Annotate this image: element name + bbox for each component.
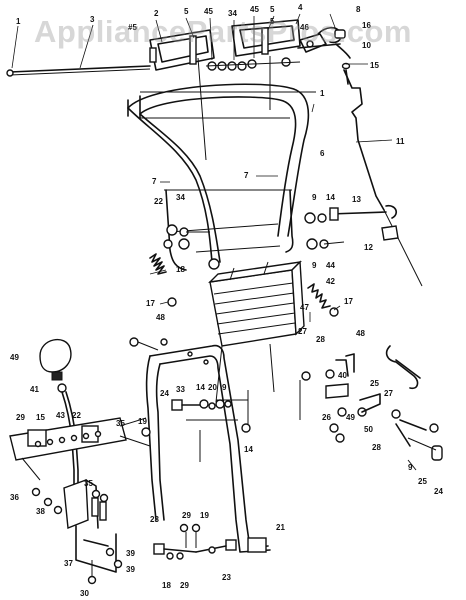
callout-16: 16 (362, 21, 371, 30)
callout-27: 27 (298, 327, 307, 336)
callout-39: 39 (126, 549, 135, 558)
callout-18b: 18 (162, 581, 171, 590)
callout-25b: 25 (418, 477, 427, 486)
callout-40: 40 (338, 371, 347, 380)
callout-14c: 14 (244, 445, 253, 454)
callout-35: 35 (116, 419, 125, 428)
callout-21: 21 (276, 523, 285, 532)
callout-30: 30 (80, 589, 89, 598)
callout-9d: 9 (222, 383, 227, 392)
callout-19: 19 (138, 417, 147, 426)
callout-41: 41 (30, 385, 39, 394)
callout-4: 4 (298, 3, 303, 12)
spring-left (149, 253, 220, 307)
callout-14b: 14 (196, 383, 205, 392)
callout-45b: 45 (250, 5, 259, 14)
linkage-rod (343, 69, 423, 287)
callout-29c: 29 (180, 581, 189, 590)
center-hardware (141, 399, 251, 437)
callout-42: 42 (326, 277, 335, 286)
callout-35b: 35 (84, 479, 93, 488)
drive-shaft (6, 24, 151, 77)
callout-5b: 5 (270, 5, 275, 14)
callout-29: 29 (16, 413, 25, 422)
callout-10: 10 (362, 41, 371, 50)
callout-5c: 5 (270, 17, 275, 26)
bolt-and-hook (304, 204, 399, 250)
callout-9c: 9 (408, 463, 413, 472)
callout-1: 1 (16, 17, 21, 26)
callout-34: 34 (228, 9, 237, 18)
callout-24b: 24 (160, 389, 169, 398)
handle-guide-lines (140, 56, 316, 161)
upper-handle (127, 83, 310, 263)
callout-45: 45 (204, 7, 213, 16)
shift-plate (9, 417, 151, 481)
callout-13: 13 (352, 195, 361, 204)
callout-48: 48 (156, 313, 165, 322)
callout-15b: 15 (36, 413, 45, 422)
callout-37: 37 (64, 559, 73, 568)
bottom-bolts (153, 523, 237, 560)
callout-36: 36 (10, 493, 19, 502)
callouts: 1 3 2 5 45 34 45 5 4 8 16 10 15 #5 46 5 … (10, 3, 443, 598)
callout-24: 24 (434, 487, 443, 496)
callout-2: 2 (154, 9, 159, 18)
spring-right (307, 283, 339, 317)
callout-23b: 23 (222, 573, 231, 582)
callout-12: 12 (364, 243, 373, 252)
callout-39b: 39 (126, 565, 135, 574)
callout-14: 14 (326, 193, 335, 202)
callout-33: 33 (176, 385, 185, 394)
callout-29b: 29 (182, 511, 191, 520)
callout-20: 20 (208, 383, 217, 392)
callout-9: 9 (312, 193, 317, 202)
callout-23: 23 (150, 515, 159, 524)
callout-5: 5 (184, 7, 189, 16)
callout-49b: 49 (10, 353, 19, 362)
grip-cover (208, 260, 305, 347)
callout-19b: 19 (200, 511, 209, 520)
callout-9b: 9 (312, 261, 317, 270)
upper-right-fittings (317, 26, 351, 70)
callout-18: 18 (176, 265, 185, 274)
callout-17b: 17 (344, 297, 353, 306)
right-linkage-assembly (299, 345, 443, 471)
callout-25: 25 (370, 379, 379, 388)
callout-15: 15 (370, 61, 379, 70)
callout-34b: 34 (176, 193, 185, 202)
callout-47: 47 (300, 303, 309, 312)
callout-7: 7 (152, 177, 157, 186)
callout-17: 17 (146, 299, 155, 308)
callout-44: 44 (326, 261, 335, 270)
callout-26: 26 (322, 413, 331, 422)
callout-1b: 1 (320, 89, 325, 98)
callout-50: 50 (364, 425, 373, 434)
callout-49: 49 (346, 413, 355, 422)
callout-5-hash: #5 (128, 23, 137, 32)
callout-7b: 7 (244, 171, 249, 180)
callout-46: 46 (300, 23, 309, 32)
callout-8: 8 (356, 5, 361, 14)
callout-22: 22 (154, 197, 163, 206)
callout-38: 38 (36, 507, 45, 516)
callout-6: 6 (320, 149, 325, 158)
lower-frame (129, 337, 271, 553)
callout-28: 28 (316, 335, 325, 344)
callout-3: 3 (90, 15, 95, 24)
callout-11: 11 (396, 137, 405, 146)
callout-48b: 48 (356, 329, 365, 338)
leader-lines (149, 13, 393, 322)
callout-28b: 28 (372, 443, 381, 452)
lower-bracket (31, 479, 123, 585)
callout-22b: 22 (72, 411, 81, 420)
watermark-text: AppliancePartsPros.com (34, 14, 412, 49)
callout-43: 43 (56, 411, 65, 420)
left-washers (163, 224, 210, 250)
callout-27b: 27 (384, 389, 393, 398)
